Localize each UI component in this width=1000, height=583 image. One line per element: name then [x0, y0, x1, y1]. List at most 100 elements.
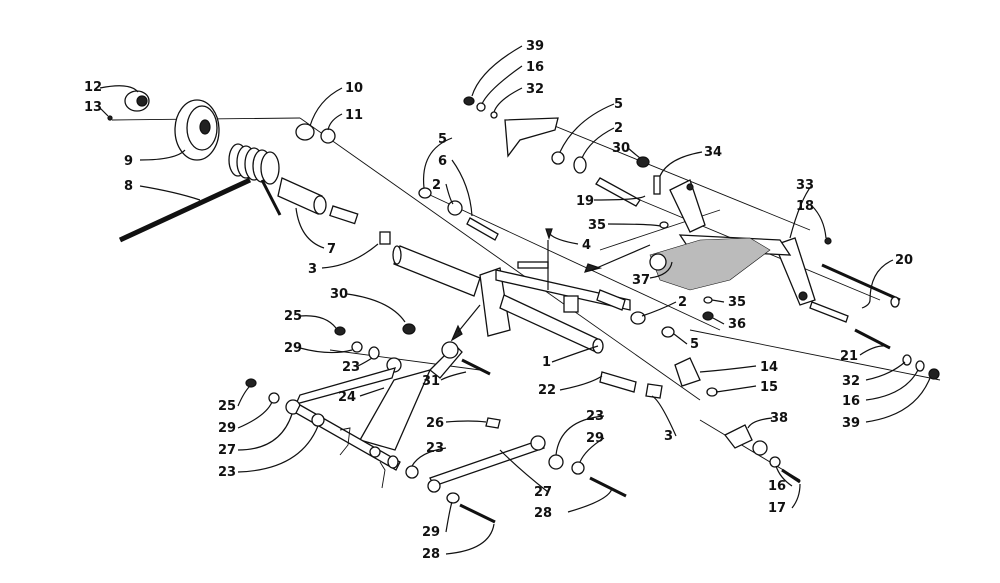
callout-39-right: 39 [842, 416, 860, 431]
callout-25: 25 [284, 309, 302, 324]
upper-right-group [418, 96, 669, 241]
callout-27-left: 27 [218, 443, 236, 458]
callout-28-right: 28 [534, 506, 552, 521]
bushing-26 [485, 417, 501, 429]
callout-36: 36 [728, 317, 746, 332]
bushing-2-top [573, 156, 587, 174]
bolt-28-bottom [459, 503, 496, 524]
callout-5-left: 5 [438, 132, 447, 147]
mid-right-group [630, 311, 801, 484]
callout-3: 3 [308, 262, 317, 277]
callout-20: 20 [895, 253, 913, 268]
nut-25-top [334, 326, 346, 336]
bushing-23-right [548, 454, 564, 470]
callout-16: 16 [526, 60, 544, 75]
washer-29-bottom [446, 492, 460, 504]
washer-15 [706, 387, 718, 397]
bolt-28-right [589, 476, 627, 498]
pin-19 [595, 177, 641, 207]
callout-35: 35 [588, 218, 606, 233]
leader-lines [99, 45, 931, 555]
nut-30-top [636, 156, 650, 168]
callout-13: 13 [84, 100, 102, 115]
bushing-3-bottom [645, 383, 663, 399]
pin-21-upper [809, 301, 849, 323]
bolt-21 [854, 328, 891, 350]
callout-29-right: 29 [586, 431, 604, 446]
callout-18: 18 [796, 199, 814, 214]
callout-12: 12 [84, 80, 102, 95]
skid-plate-37 [649, 237, 771, 291]
callout-11: 11 [345, 108, 363, 123]
bushing-5-left [418, 187, 432, 199]
bushing-22 [599, 371, 637, 393]
callout-29: 29 [284, 341, 302, 356]
callout-38: 38 [770, 411, 788, 426]
callout-35-right: 35 [728, 295, 746, 310]
callout-27-right: 27 [534, 485, 552, 500]
clip-left [339, 427, 351, 456]
callout-26: 26 [426, 416, 444, 431]
washer-16-right [915, 360, 925, 372]
callout-28-bottom: 28 [422, 547, 440, 562]
washer-32 [490, 111, 498, 119]
nut-39-right [928, 368, 940, 380]
bolt-31 [461, 358, 491, 376]
block-right [596, 289, 626, 311]
clip-18 [824, 237, 832, 245]
callout-30: 30 [612, 141, 630, 156]
washer-35-top [659, 221, 669, 229]
callout-32-right: 32 [842, 374, 860, 389]
callout-37: 37 [632, 273, 650, 288]
callout-23-right: 23 [586, 409, 604, 424]
callout-29-bottom: 29 [422, 525, 440, 540]
callout-4: 4 [582, 238, 591, 253]
callout-30-mid: 30 [330, 287, 348, 302]
bracket-38 [724, 424, 753, 449]
callout-23-mid: 23 [426, 441, 444, 456]
bushing-23-top [368, 346, 380, 360]
washer-16 [476, 102, 486, 112]
callout-2-mid: 2 [678, 295, 687, 310]
bushing-10 [295, 123, 315, 141]
callout-2: 2 [614, 121, 623, 136]
bolt-17 [781, 468, 801, 484]
callout-29-left: 29 [218, 421, 236, 436]
torsion-spring [228, 143, 282, 216]
callout-10: 10 [345, 81, 363, 96]
washer-35-bottom [703, 296, 713, 304]
callout-15: 15 [760, 380, 778, 395]
cross-shaft [393, 245, 481, 297]
spacer-6 [466, 217, 499, 241]
bracket-block [563, 295, 579, 313]
bushing-3-top [379, 231, 391, 245]
callout-1: 1 [542, 355, 551, 370]
bushing-small [329, 205, 359, 225]
bushing-23-left [311, 413, 325, 427]
washer-29-left [268, 392, 280, 404]
bushing-5-mid [661, 326, 675, 338]
nut-25-bottom [245, 378, 257, 388]
callout-5-mid: 5 [690, 337, 699, 352]
callout-33: 33 [796, 178, 814, 193]
callout-6: 6 [438, 154, 447, 169]
bracket-14 [674, 357, 701, 387]
frame-plate [479, 267, 511, 337]
callout-22: 22 [538, 383, 556, 398]
idler-wheel-bore [199, 119, 211, 135]
callout-9: 9 [124, 154, 133, 169]
callout-3-bottom: 3 [664, 429, 673, 444]
bracket-arm-left [669, 179, 706, 233]
callout-5: 5 [614, 97, 623, 112]
idler-wheel-group [107, 90, 391, 245]
callout-25-bottom: 25 [218, 399, 236, 414]
washer-29-right [571, 461, 585, 475]
nut-36 [702, 311, 714, 321]
callout-32: 32 [526, 82, 544, 97]
bushing-5-top [551, 151, 565, 165]
snap-ring-11 [320, 128, 336, 144]
callout-23-left: 23 [218, 465, 236, 480]
callouts: 12 13 10 11 9 8 7 3 39 16 32 5 2 30 34 1… [84, 39, 913, 562]
